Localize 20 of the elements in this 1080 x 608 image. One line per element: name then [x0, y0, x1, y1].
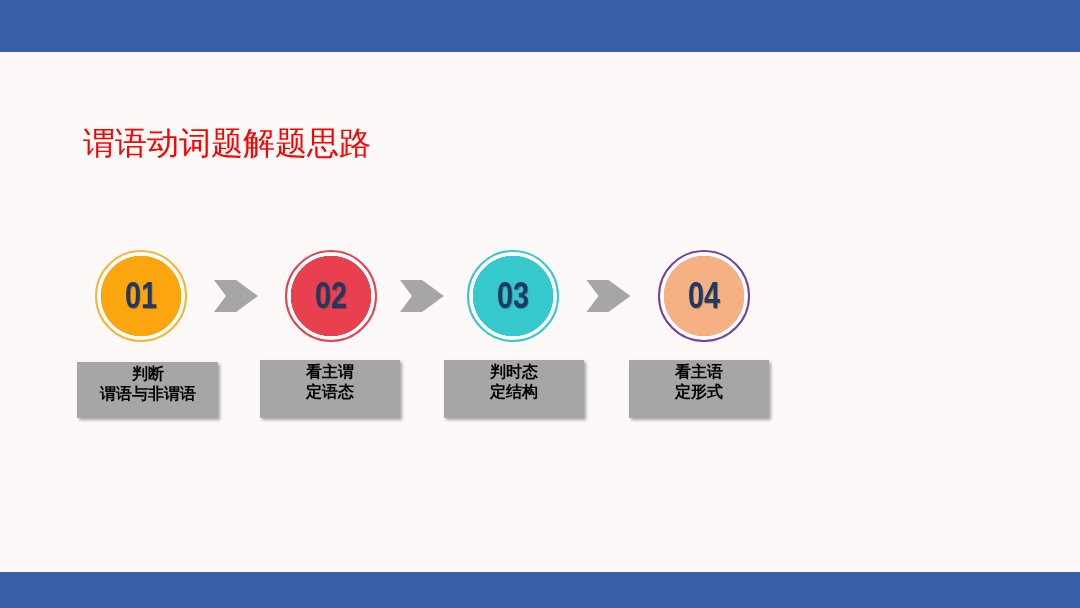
step-box: [629, 360, 769, 418]
chevron-arrow: [214, 280, 258, 312]
step-text: 判时态: [490, 362, 538, 382]
step-box: [260, 360, 400, 418]
step-box: [444, 360, 584, 418]
step-text: 谓语与非谓语: [99, 384, 196, 404]
title: 谓语动词题解题思路: [83, 123, 371, 164]
chevron-arrow: [586, 280, 631, 312]
step-text: 定形式: [675, 382, 723, 402]
step-text: 看主谓: [306, 362, 354, 382]
step-number: 01: [124, 275, 157, 317]
chevron-arrow: [400, 280, 444, 312]
step-number: 03: [496, 275, 529, 317]
step-number: 02: [314, 275, 347, 317]
step-text: 判断: [131, 364, 164, 384]
step-text: 定结构: [490, 382, 538, 402]
step-number: 04: [687, 275, 720, 317]
step-text: 看主语: [675, 362, 723, 382]
step-text: 定语态: [306, 382, 354, 402]
step-box: [77, 362, 218, 418]
